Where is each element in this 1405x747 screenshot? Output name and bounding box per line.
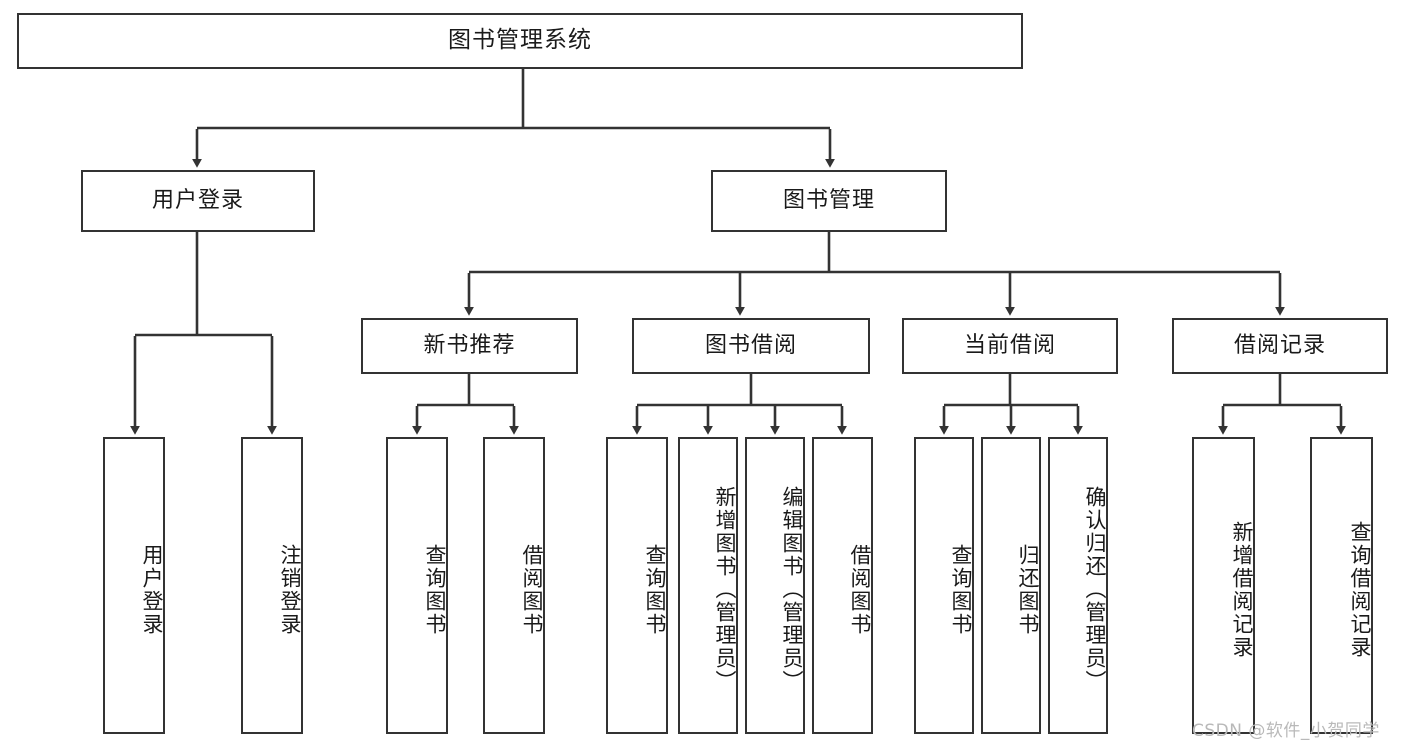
- node-leaf-confirm-return-admin[interactable]: 确认归还（管理员）: [1048, 437, 1108, 734]
- node-leaf-return-book[interactable]: 归还图书: [981, 437, 1041, 734]
- node-level2-borrow-records[interactable]: 借阅记录: [1172, 318, 1388, 374]
- edge-root-to-level1: [192, 69, 835, 168]
- node-leaf-query-borrow-record[interactable]: 查询借阅记录: [1310, 437, 1373, 734]
- node-leaf-user-login[interactable]: 用户登录: [103, 437, 165, 734]
- edge-borrow-to-leaves: [632, 374, 847, 435]
- node-leaf-edit-book-admin[interactable]: 编辑图书（管理员）: [745, 437, 805, 734]
- edge-userlogin-to-leaves: [130, 232, 277, 435]
- node-leaf-query-book-newbook[interactable]: 查询图书: [386, 437, 448, 734]
- edge-current-to-leaves: [939, 374, 1083, 435]
- node-level1-book-management[interactable]: 图书管理: [711, 170, 947, 232]
- node-level1-user-login[interactable]: 用户登录: [81, 170, 315, 232]
- node-leaf-borrow-book-newbook[interactable]: 借阅图书: [483, 437, 545, 734]
- node-leaf-query-book-current[interactable]: 查询图书: [914, 437, 974, 734]
- node-level2-current-borrow[interactable]: 当前借阅: [902, 318, 1118, 374]
- edge-records-to-leaves: [1218, 374, 1346, 435]
- node-leaf-query-book-borrow[interactable]: 查询图书: [606, 437, 668, 734]
- node-level2-new-book-recommend[interactable]: 新书推荐: [361, 318, 578, 374]
- edge-newbook-to-leaves: [412, 374, 519, 435]
- node-leaf-add-book-admin[interactable]: 新增图书（管理员）: [678, 437, 738, 734]
- node-root[interactable]: 图书管理系统: [17, 13, 1023, 69]
- node-leaf-borrow-book[interactable]: 借阅图书: [812, 437, 873, 734]
- edge-bookmgmt-to-level2: [464, 232, 1285, 316]
- node-leaf-add-borrow-record[interactable]: 新增借阅记录: [1192, 437, 1255, 734]
- node-level2-book-borrow[interactable]: 图书借阅: [632, 318, 870, 374]
- node-leaf-logout[interactable]: 注销登录: [241, 437, 303, 734]
- csdn-watermark: CSDN @软件_小贺同学: [1192, 721, 1380, 741]
